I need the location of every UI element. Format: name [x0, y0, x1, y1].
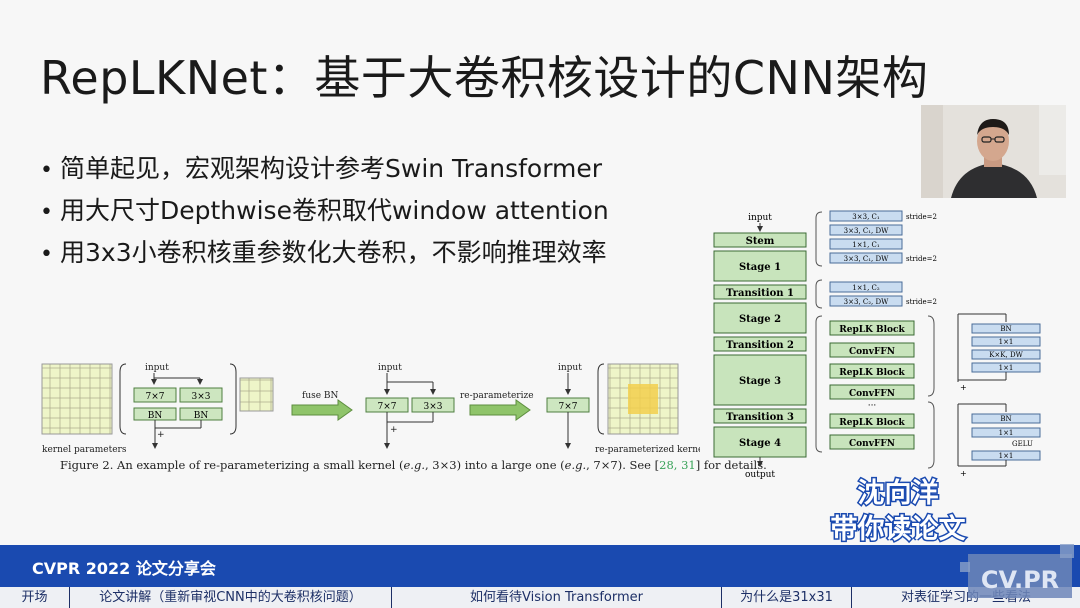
svg-text:K×K, DW: K×K, DW	[989, 351, 1023, 359]
event-banner: CVPR 2022 论文分享会	[0, 545, 1080, 587]
slide: RepLKNet：基于大卷积核设计的CNN架构 • 简单起见，宏观架构设计参考Sw…	[40, 51, 1066, 480]
reparam-arrow-icon	[469, 399, 531, 421]
plus-sign: +	[157, 430, 165, 440]
bullet-text: 用3x3小卷积核重参数化大卷积，不影响推理效率	[60, 238, 607, 267]
svg-text:3×3, C₁, DW: 3×3, C₁, DW	[844, 255, 889, 263]
reparam-label: re-parameterize	[460, 391, 534, 401]
presenter-webcam	[921, 105, 1066, 198]
architecture-figure: input Stem Stage 1 Transition 1 Stage 2 …	[713, 210, 1041, 480]
svg-text:stride=2: stride=2	[906, 213, 937, 221]
svg-text:1×1: 1×1	[999, 429, 1014, 437]
kernel-3x3-grid	[239, 377, 274, 412]
svg-text:BN: BN	[1000, 325, 1011, 333]
svg-text:···: ···	[868, 401, 877, 411]
bullet-dot-icon: •	[40, 158, 53, 183]
conv-3x3-box	[179, 387, 223, 403]
input-label: input	[558, 363, 582, 373]
bn-label: BN	[194, 411, 209, 421]
svg-text:1×1, C₁: 1×1, C₁	[852, 241, 880, 249]
conv-3x3-label: 3×3	[424, 402, 443, 412]
input-label: input	[378, 363, 402, 373]
transition-1: Transition 1	[726, 288, 794, 299]
svg-text:1×1: 1×1	[999, 452, 1014, 460]
svg-text:ConvFFN: ConvFFN	[849, 439, 895, 449]
presenter-image	[921, 105, 1066, 198]
input-label: input	[145, 363, 169, 373]
reparam-kernel-grid	[607, 363, 679, 435]
svg-text:GELU: GELU	[1012, 440, 1033, 448]
svg-text:1×1: 1×1	[999, 338, 1014, 346]
chapter-why-31x31[interactable]: 为什么是31x31	[722, 587, 852, 608]
svg-text:3×3, C₂, DW: 3×3, C₂, DW	[844, 298, 889, 306]
svg-text:RepLK Block: RepLK Block	[839, 418, 905, 428]
transition-2: Transition 2	[726, 340, 794, 351]
stage-3: Stage 3	[739, 376, 781, 387]
stage-column: Stem Stage 1 Transition 1 Stage 2 Transi…	[713, 232, 807, 458]
banner-title: CVPR 2022 论文分享会	[32, 559, 216, 578]
arch-input-label: input	[748, 213, 772, 223]
svg-text:stride=2: stride=2	[906, 298, 937, 306]
convffn-detail: BN 1×1 GELU 1×1 +	[957, 403, 1041, 478]
fuse-bn-label: fuse BN	[302, 391, 339, 401]
overlay-line1: 沈向洋	[858, 477, 939, 509]
fuse-bn-arrow-icon	[291, 399, 353, 421]
transition-3: Transition 3	[726, 412, 794, 423]
bullet-text: 简单起见，宏观架构设计参考Swin Transformer	[60, 154, 603, 183]
kernel-params-label: kernel parameters	[42, 445, 127, 455]
chapter-opening[interactable]: 开场	[0, 587, 70, 608]
host-overlay: 沈向洋 带你读论文	[829, 476, 968, 547]
stage-stem: Stem	[746, 236, 775, 247]
reparam-figure: kernel parameters input 7×7 3×3 BN BN + …	[41, 363, 700, 455]
stage-1: Stage 1	[739, 262, 781, 273]
bullet-item: • 简单起见，宏观架构设计参考Swin Transformer	[40, 148, 609, 190]
bullet-text: 用大尺寸Depthwise卷积取代window attention	[60, 196, 609, 225]
svg-text:+: +	[960, 469, 967, 478]
svg-text:ConvFFN: ConvFFN	[849, 347, 895, 357]
svg-text:1×1, C₂: 1×1, C₂	[852, 284, 880, 292]
stage-4: Stage 4	[739, 438, 781, 449]
reparam-kernel-label: re-parameterized kernel	[595, 445, 700, 455]
cvpr-logo-icon: CV.PR	[960, 544, 1074, 598]
svg-text:BN: BN	[1000, 415, 1011, 423]
conv-3x3-label: 3×3	[192, 392, 211, 402]
svg-text:3×3, C₁, DW: 3×3, C₁, DW	[844, 227, 889, 235]
bullet-item: • 用大尺寸Depthwise卷积取代window attention	[40, 190, 609, 232]
replk-detail: BN 1×1 K×K, DW 1×1 +	[957, 313, 1041, 392]
svg-text:3×3, C₁: 3×3, C₁	[852, 213, 880, 221]
conv-7x7-label: 7×7	[378, 402, 397, 412]
cvpr-logo-text: CV.PR	[981, 566, 1059, 594]
svg-text:stride=2: stride=2	[906, 255, 937, 263]
slide-title: RepLKNet：基于大卷积核设计的CNN架构	[40, 51, 929, 105]
bullet-dot-icon: •	[40, 200, 53, 225]
conv-7x7-box	[133, 387, 177, 403]
svg-text:+: +	[960, 383, 967, 392]
transition-detail: 1×1, C₂ 3×3, C₂, DW stride=2	[829, 281, 937, 307]
svg-text:RepLK Block: RepLK Block	[839, 368, 905, 378]
conv-7x7-label: 7×7	[559, 402, 578, 412]
bullet-list: • 简单起见，宏观架构设计参考Swin Transformer • 用大尺寸Dept…	[40, 148, 609, 274]
chapter-vision-transformer[interactable]: 如何看待Vision Transformer	[392, 587, 722, 608]
bn-label: BN	[148, 411, 163, 421]
conv-7x7-label: 7×7	[146, 392, 165, 402]
bullet-dot-icon: •	[40, 242, 53, 267]
stage-blocks: RepLK Block ConvFFN RepLK Block ConvFFN …	[829, 320, 915, 450]
figure-caption: Figure 2. An example of re-parameterizin…	[60, 458, 767, 472]
arch-output-label: output	[745, 470, 775, 480]
svg-text:ConvFFN: ConvFFN	[849, 389, 895, 399]
kernel-7x7-grid	[41, 363, 113, 435]
svg-text:RepLK Block: RepLK Block	[839, 325, 905, 335]
stage-2: Stage 2	[739, 314, 781, 325]
svg-text:1×1: 1×1	[999, 364, 1014, 372]
overlay-line2: 带你读论文	[831, 513, 967, 545]
chapter-paper-explanation[interactable]: 论文讲解（重新审视CNN中的大卷积核问题）	[70, 587, 392, 608]
reparam-kernel-center	[628, 384, 658, 414]
chapter-bar: 开场 论文讲解（重新审视CNN中的大卷积核问题） 如何看待Vision Tran…	[0, 587, 1080, 608]
bullet-item: • 用3x3小卷积核重参数化大卷积，不影响推理效率	[40, 232, 609, 274]
stem-detail: 3×3, C₁ 3×3, C₁, DW 1×1, C₁ 3×3, C₁, DW …	[829, 210, 937, 264]
plus-sign: +	[390, 425, 398, 435]
